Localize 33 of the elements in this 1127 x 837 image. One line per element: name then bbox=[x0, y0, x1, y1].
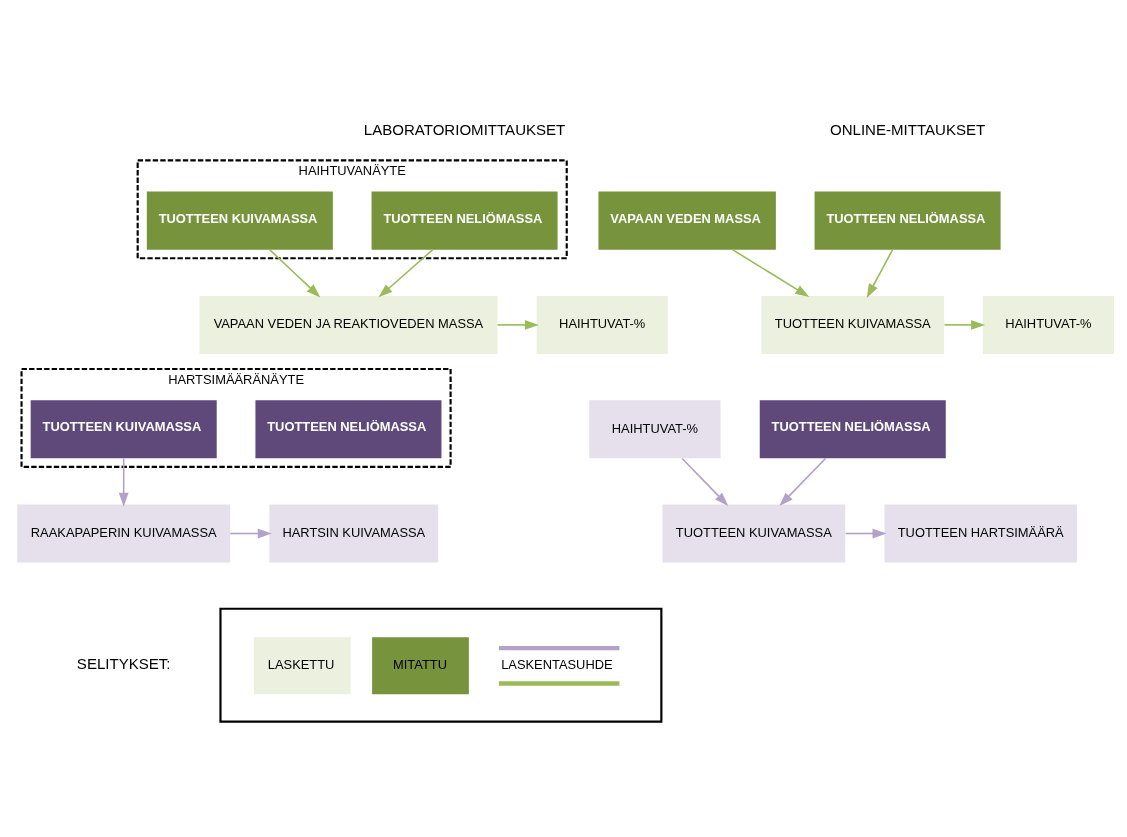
arrow bbox=[844, 528, 887, 538]
arrow bbox=[496, 319, 539, 330]
legend-label: LASKENTASUHDE bbox=[501, 656, 613, 672]
node-box: HAIHTUVAT-% bbox=[536, 295, 668, 354]
node-box: TUOTTEEN NELIÖMASSA bbox=[371, 191, 558, 250]
node-box: TUOTTEEN NELIÖMASSA bbox=[759, 399, 946, 458]
label: SELITYKSET: bbox=[76, 654, 171, 672]
node-box: HAIHTUVAT-% bbox=[982, 295, 1115, 354]
node-box: HAIHTUVAT-% bbox=[589, 399, 721, 458]
arrow bbox=[732, 248, 810, 297]
node-box: VAPAAN VEDEN MASSA bbox=[598, 191, 776, 250]
node-box: RAAKAPAPERIN KUIVAMASSA bbox=[17, 504, 231, 563]
label: LABORATORIOMITTAUKSET bbox=[363, 120, 566, 138]
node-box: TUOTTEEN KUIVAMASSA bbox=[761, 295, 945, 354]
label: ONLINE-MITTAUKSET bbox=[829, 120, 986, 138]
node-box: TUOTTEEN KUIVAMASSA bbox=[662, 504, 846, 563]
arrow bbox=[779, 457, 827, 506]
node-box: TUOTTEEN KUIVAMASSA bbox=[30, 399, 217, 458]
node-box: HARTSIN KUIVAMASSA bbox=[269, 504, 439, 563]
node-box: TUOTTEEN NELIÖMASSA bbox=[814, 191, 1001, 250]
arrow bbox=[866, 248, 894, 298]
node-box: VAPAAN VEDEN JA REAKTIOVEDEN MASSA bbox=[199, 295, 498, 354]
node-box: TUOTTEEN HARTSIMÄÄRÄ bbox=[884, 504, 1077, 563]
arrow bbox=[943, 319, 986, 330]
arrow bbox=[378, 248, 434, 297]
node-box: TUOTTEEN KUIVAMASSA bbox=[146, 191, 333, 250]
node-box: TUOTTEEN NELIÖMASSA bbox=[255, 399, 442, 458]
arrow bbox=[681, 457, 729, 506]
legend-label: MITATTU bbox=[393, 656, 447, 672]
arrow bbox=[118, 457, 129, 507]
arrow bbox=[229, 528, 272, 538]
legend-label: LASKETTU bbox=[267, 656, 335, 672]
arrow bbox=[269, 248, 321, 297]
